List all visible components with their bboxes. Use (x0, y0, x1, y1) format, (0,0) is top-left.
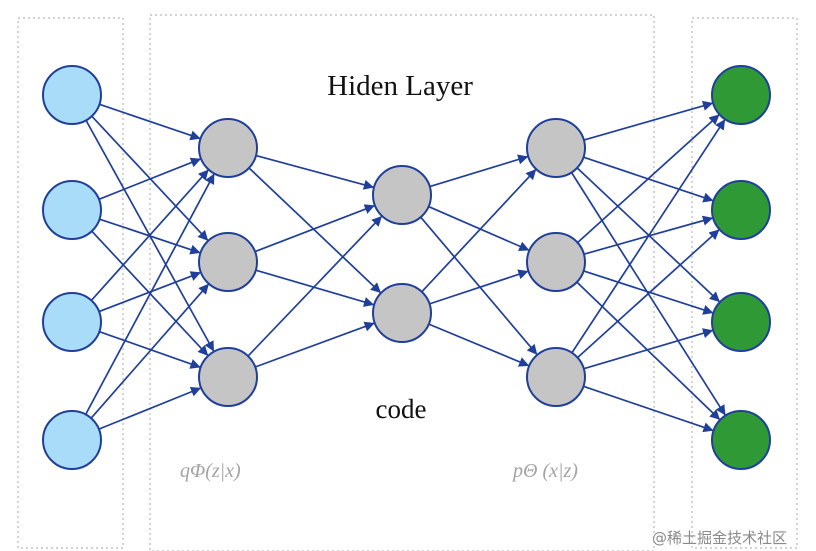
connection-edge (571, 119, 726, 354)
connection-edge (583, 270, 714, 315)
connection-edge (91, 115, 209, 241)
input-layer-box (17, 17, 124, 549)
encoder-hidden-node (198, 232, 258, 292)
connection-edge (248, 167, 381, 294)
connection-edge (576, 229, 720, 359)
input-node (42, 180, 102, 240)
watermark: @稀土掘金技术社区 (652, 529, 787, 547)
output-node (711, 292, 771, 352)
connection-edge (254, 204, 375, 253)
encoder-hidden-node (198, 347, 258, 407)
connection-edge (583, 328, 714, 370)
code-node (372, 283, 432, 343)
network-nodes (42, 65, 771, 470)
connection-edge (429, 269, 529, 305)
encoder-hidden-node (198, 118, 258, 178)
connection-edge (99, 103, 201, 141)
decoder-hidden-node (526, 347, 586, 407)
connection-edge (429, 154, 529, 188)
input-node (42, 410, 102, 470)
code-label: code (376, 394, 427, 424)
output-node (711, 410, 771, 470)
connection-edge (420, 216, 538, 355)
connection-edge (576, 114, 720, 244)
connection-edge (421, 169, 537, 293)
hidden-layer-title: Hiden Layer (327, 70, 473, 102)
connection-edge (583, 100, 714, 141)
decoder-formula: pΘ (x|z) (511, 460, 578, 482)
connection-edge (90, 169, 209, 301)
connection-edge (84, 173, 215, 415)
connection-edge (98, 271, 201, 313)
connection-edge (576, 281, 721, 420)
connection-edge (247, 215, 382, 357)
connection-edges (84, 100, 726, 433)
output-node (711, 65, 771, 125)
output-layer-box (691, 17, 798, 549)
connection-edge (90, 283, 209, 419)
encoder-formula: qΦ(z|x) (180, 460, 241, 482)
hidden-layer-box (149, 14, 655, 551)
decoder-hidden-node (526, 232, 586, 292)
connection-edge (576, 167, 720, 303)
connection-edge (98, 157, 202, 201)
code-node (372, 165, 432, 225)
connection-edge (98, 386, 202, 430)
decoder-hidden-node (526, 118, 586, 178)
connection-edge (99, 330, 201, 369)
connection-edge (428, 323, 530, 367)
input-node (42, 292, 102, 352)
connection-edge (255, 154, 375, 190)
output-node (711, 180, 771, 240)
connection-edge (254, 321, 375, 368)
connection-edge (583, 385, 714, 433)
input-node (42, 65, 102, 125)
connection-edge (428, 205, 530, 252)
